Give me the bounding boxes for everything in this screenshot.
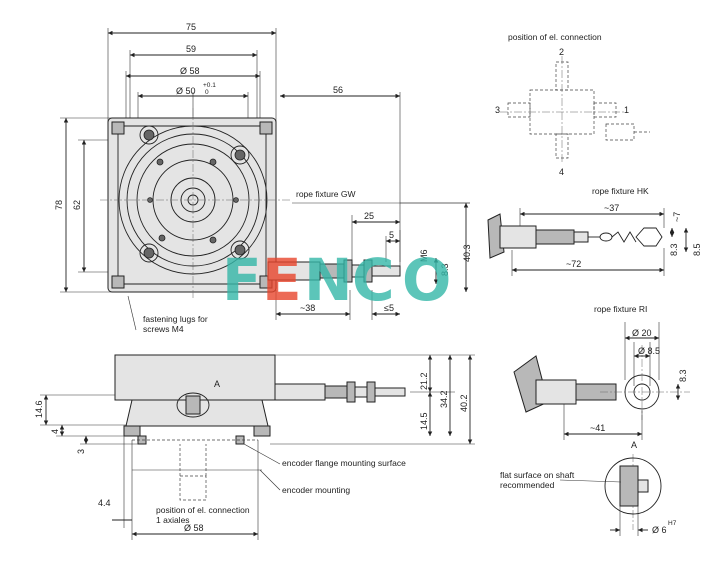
rope-ri-dim-d85: Ø 8.5: [638, 346, 660, 356]
shaft-label-2: recommended: [500, 480, 555, 490]
dim-78: 78: [54, 200, 64, 210]
side-dim-3: 3: [76, 449, 86, 454]
dim-59: 59: [186, 44, 196, 54]
side-dim-4: 4: [50, 429, 60, 434]
side-dim-d58: Ø 58: [184, 523, 204, 533]
svg-text:C: C: [352, 246, 395, 314]
dim-tol-upper: +0.1: [203, 82, 216, 89]
rope-fixture-hk: rope fixture HK ~37 ~7 8.3 8.5 ~72: [487, 186, 702, 276]
svg-text:F: F: [222, 246, 262, 314]
conn-axial-1: position of el. connection: [156, 505, 250, 515]
front-view: 75 59 Ø 58 Ø 50 +0.1 0 56 78 62: [54, 22, 401, 334]
svg-text:O: O: [402, 246, 451, 314]
connection-pos-2: 2: [559, 47, 564, 57]
shaft-detail: A Ø 6 H7 flat surface on shaft recommend…: [500, 440, 677, 536]
rope-hk-dim-85: 8.5: [692, 243, 702, 256]
side-dim-146: 14.6: [34, 400, 44, 418]
flange-label: encoder flange mounting surface: [282, 458, 406, 468]
mounting-label: encoder mounting: [282, 485, 350, 495]
shaft-dim-d6: Ø 6: [652, 525, 667, 535]
side-dim-342: 34.2: [439, 390, 449, 408]
rope-hk-dim-37: ~37: [604, 203, 619, 213]
rope-gw-dim-83: 8.3: [440, 263, 450, 276]
dim-56: 56: [333, 85, 343, 95]
conn-axial-2: 1 axiales: [156, 515, 190, 525]
rope-gw-dim-5: 5: [389, 230, 394, 240]
rope-gw-dim-25: 25: [364, 211, 374, 221]
connection-title: position of el. connection: [508, 32, 602, 42]
svg-text:E: E: [262, 246, 302, 314]
connection-pos-1: 1: [624, 105, 629, 115]
side-dim-212: 21.2: [419, 372, 429, 390]
side-section-a: A: [214, 379, 220, 389]
connection-diagram: position of el. connection 1 2 3 4: [495, 32, 650, 177]
rope-gw-dim-le5: ≤5: [384, 303, 394, 313]
rope-fixture-ri: rope fixture RI Ø 20 Ø 8.5 8.3 ~41: [513, 304, 690, 440]
shaft-dim-h7: H7: [668, 520, 677, 527]
rope-hk-dim-7: ~7: [672, 212, 682, 222]
dim-62: 62: [72, 200, 82, 210]
side-dim-402: 40.2: [459, 394, 469, 412]
rope-hk-dim-72: ~72: [566, 259, 581, 269]
rope-gw-dim-38: ~38: [300, 303, 315, 313]
watermark-logo: F E N C O: [222, 246, 451, 314]
rope-ri-dim-41: ~41: [590, 423, 605, 433]
rope-ri-title: rope fixture RI: [594, 304, 647, 314]
rope-gw-dim-403: 40.3: [462, 244, 472, 262]
lugs-label-2: screws M4: [143, 324, 184, 334]
rope-hk-title: rope fixture HK: [592, 186, 649, 196]
side-dim-44: 4.4: [98, 498, 111, 508]
connection-pos-3: 3: [495, 105, 500, 115]
rope-fixture-gw: rope fixture GW 25 5 M6 8.3 40.3 ~38 ≤5: [275, 189, 472, 320]
lugs-label-1: fastening lugs for: [143, 314, 208, 324]
side-view: A 14.6 4 3 21.2 34.2 40.2 14.5: [34, 354, 475, 540]
dim-75: 75: [186, 22, 196, 32]
rope-ri-dim-83: 8.3: [678, 369, 688, 382]
connection-pos-4: 4: [559, 167, 564, 177]
shaft-section-a: A: [631, 440, 637, 450]
dim-tol-lower: 0: [205, 89, 209, 96]
dim-d58: Ø 58: [180, 66, 200, 76]
dim-d50: Ø 50: [176, 86, 196, 96]
rope-gw-title: rope fixture GW: [296, 189, 356, 199]
rope-gw-dim-m6: M6: [419, 249, 429, 262]
rope-hk-dim-83: 8.3: [669, 243, 679, 256]
rope-ri-dim-d20: Ø 20: [632, 328, 652, 338]
shaft-label-1: flat surface on shaft: [500, 470, 575, 480]
svg-text:N: N: [304, 246, 353, 314]
side-dim-145: 14.5: [419, 412, 429, 430]
